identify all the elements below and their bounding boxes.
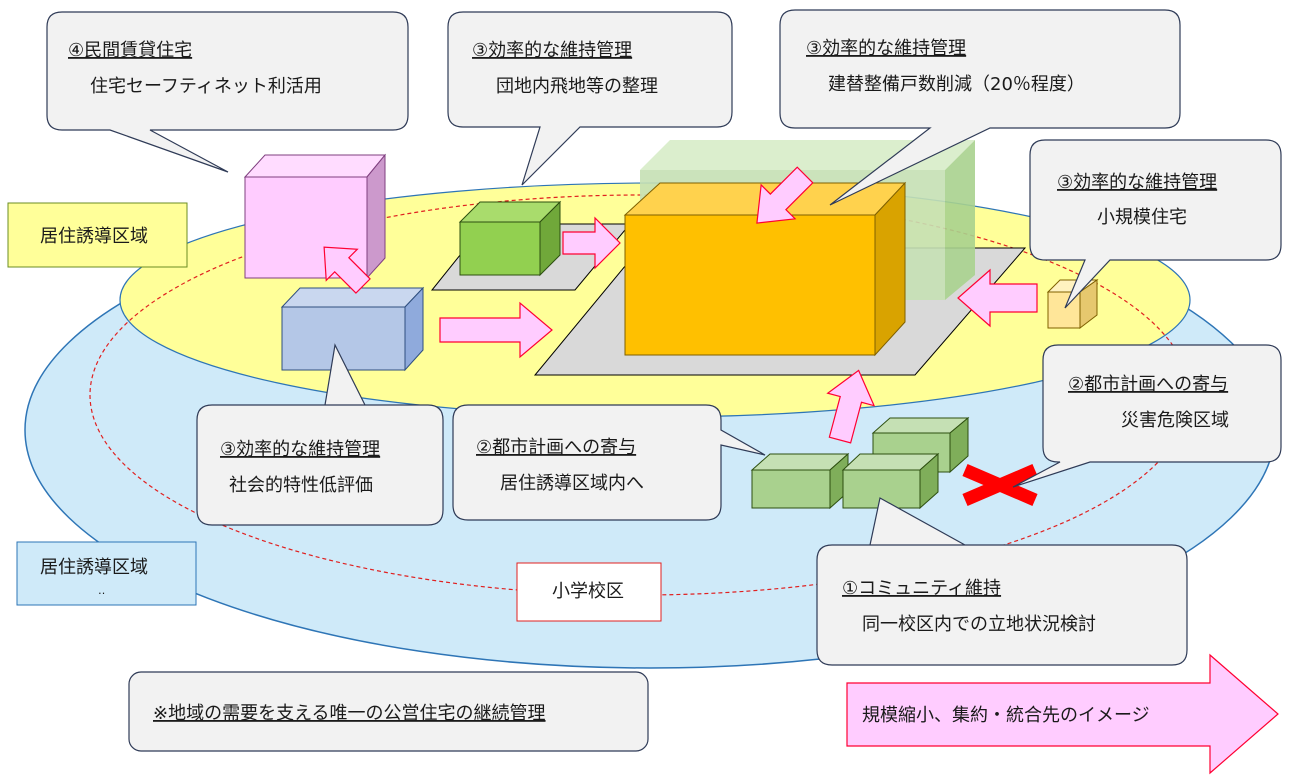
low-rating-title: ③効率的な維持管理 — [220, 439, 380, 460]
arrow-enclave-to-main — [562, 216, 621, 270]
community-title: ①コミュニティ維持 — [842, 578, 1001, 599]
arrow-low-rating-to-rental — [323, 246, 371, 294]
note-box — [128, 671, 649, 752]
callout-community — [816, 497, 1188, 666]
disaster-area-body: 災害危険区域 — [1121, 410, 1229, 431]
legend-arrow-text: 規模縮小、集約・統合先のイメージ — [862, 705, 1150, 726]
small-scale-title: ③効率的な維持管理 — [1057, 172, 1217, 193]
disaster-area-title: ②都市計画への寄与 — [1068, 374, 1228, 395]
school-district-label: 小学校区 — [552, 581, 624, 602]
callout-rebuild-reduction — [779, 9, 1181, 206]
enclave-title: ③効率的な維持管理 — [472, 40, 632, 61]
block-enclave — [458, 200, 562, 277]
block-small-scale — [1046, 279, 1099, 330]
arrow-small-to-main — [957, 268, 1038, 328]
rebuild-reduction-body: 建替整備戸数削減（20％程度） — [828, 74, 1085, 95]
private-rental-title: ④民間賃貸住宅 — [68, 40, 192, 61]
note-text: ※地域の需要を支える唯一の公営住宅の継続管理 — [153, 703, 546, 724]
low-rating-body: 社会的特性低評価 — [229, 475, 373, 496]
outer-zone-label: 居住誘導区域 — [40, 557, 148, 578]
arrow-disaster-to-main — [826, 369, 876, 444]
inner-zone-label-box — [7, 202, 188, 268]
arrow-reduction-into-main — [756, 166, 814, 224]
legend-arrow-shape — [846, 653, 1279, 775]
callout-small-scale — [1029, 139, 1282, 309]
induce-inside-body: 居住誘導区域内へ — [500, 473, 644, 494]
school-district-label-box — [516, 562, 662, 622]
arrow-low-rating-to-main — [439, 301, 553, 359]
outer-zone-dots: ‥ — [98, 584, 105, 597]
community-body: 同一校区内での立地状況検討 — [862, 614, 1096, 635]
callout-enclave — [447, 11, 733, 186]
callout-induce-inside — [452, 404, 766, 521]
callout-disaster-area — [1012, 344, 1282, 488]
enclave-body: 団地内飛地等の整理 — [496, 76, 658, 97]
block-low-rating — [280, 286, 425, 372]
small-scale-body: 小規模住宅 — [1097, 207, 1187, 228]
outer-zone-label-box — [16, 541, 197, 606]
rebuild-reduction-title: ③効率的な維持管理 — [806, 38, 966, 59]
private-rental-body: 住宅セーフティネット利活用 — [90, 76, 322, 97]
block-private-rental — [243, 153, 387, 280]
inner-zone-label: 居住誘導区域 — [40, 226, 148, 247]
callout-low-rating — [196, 343, 444, 526]
induce-inside-title: ②都市計画への寄与 — [476, 437, 636, 458]
block-disaster-b — [750, 452, 850, 510]
block-disaster-c — [841, 452, 940, 510]
prohibited-cross-icon — [962, 464, 1038, 506]
callout-private-rental — [46, 11, 409, 173]
